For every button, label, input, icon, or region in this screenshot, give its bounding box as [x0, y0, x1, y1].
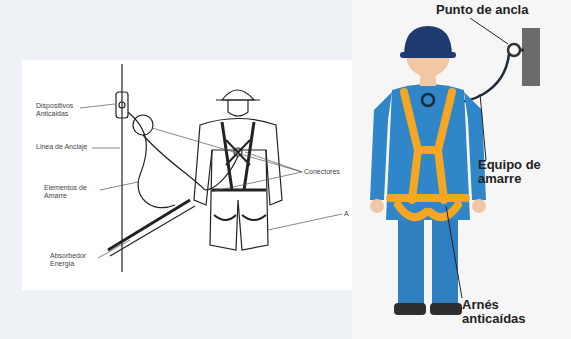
part-label: Equipo de amarre [478, 158, 568, 187]
part-label: Dispositivos Anticaidas [36, 102, 80, 117]
part-label: Arnés anticaídas [462, 298, 562, 327]
right-panel [352, 0, 571, 339]
part-label: Elementos de Amarre [44, 184, 98, 199]
part-label: Absorbedor Energia [50, 252, 96, 267]
part-label: Linea de Anclaje [36, 143, 87, 151]
line-drawing [108, 64, 282, 272]
left-panel [22, 60, 352, 290]
part-label: Conectores [304, 168, 340, 176]
leader-lines [80, 104, 342, 258]
part-label: Punto de ancla [436, 3, 528, 17]
part-label: A [344, 210, 349, 218]
